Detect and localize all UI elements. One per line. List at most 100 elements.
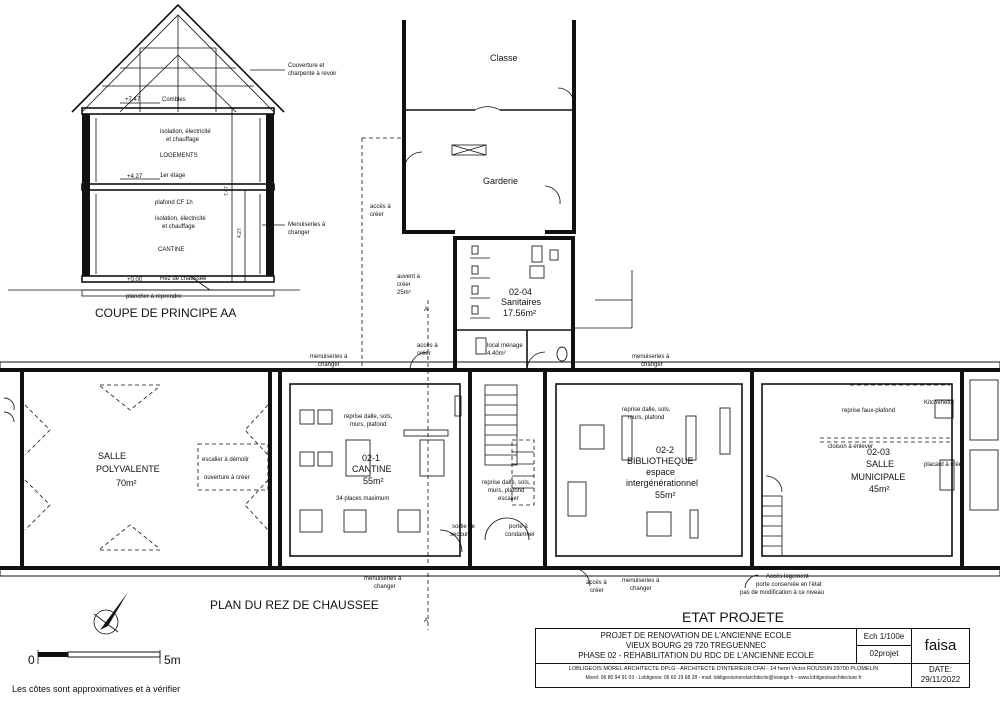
cantine-furniture: [299, 395, 462, 533]
note-ouverture: ouverture à créer: [204, 475, 250, 481]
title-date: 29/11/2022: [920, 675, 961, 684]
title-date-label: DATE:: [929, 665, 952, 674]
note-reprise-couloir-1: reprise dalle, sols,: [482, 480, 531, 486]
disclaimer: Les côtes sont approximatives et à vérif…: [12, 684, 180, 694]
note-auvent-2: créer: [397, 282, 411, 288]
room-biblio-name: BIBLIOTHEQUE: [627, 456, 694, 466]
label-cantine: CANTINE: [158, 247, 184, 253]
note-escalier: escalier à démolir: [202, 457, 249, 463]
label-menuiseries-2: changer: [288, 230, 310, 236]
note-kitchenette: Kitchenette: [924, 400, 955, 406]
note-menuiseries-r-1: menuiseries à: [632, 354, 670, 360]
room-biblio-code: 02-2: [656, 445, 674, 455]
dim-total: 7.47: [224, 186, 230, 196]
note-menuiseries-b1-1: menuiseries à: [364, 576, 402, 582]
upper-block-walls: [361, 20, 633, 372]
note-menuiseries-b2-2: changer: [630, 586, 652, 592]
heading-etat-projete: ETAT PROJETE: [682, 609, 784, 625]
room-cantine-area: 55m²: [363, 476, 384, 486]
level-top: +7.47: [125, 97, 141, 103]
room-municipale-code: 02-03: [867, 447, 890, 457]
label-rdc: Rez de chaussée: [160, 276, 207, 282]
note-acces-creer-2b: créer: [417, 351, 431, 357]
title-line-2: VIEUX BOURG 29 720 TREGUENNEC: [625, 641, 767, 650]
room-municipale-2: MUNICIPALE: [851, 472, 905, 482]
note-cloison: cloison à enlever: [828, 444, 873, 450]
note-logement-1: Accès logement: [766, 574, 809, 580]
note-auvent-3: 25m²: [397, 290, 411, 296]
level-ground: +0.00: [127, 277, 143, 283]
note-porte-1: porte à: [509, 524, 528, 530]
room-cantine-name: CANTINE: [352, 464, 392, 474]
note-menuiseries-b1-2: changer: [374, 584, 396, 590]
note-reprise-couloir-2: murs, plafond: [488, 488, 524, 494]
room-cantine-code: 02-1: [362, 453, 380, 463]
section-mark-top: A: [424, 307, 428, 313]
room-classe: Classe: [490, 53, 518, 63]
title-block: PROJET DE RENOVATION DE L'ANCIENNE ECOLE…: [535, 628, 970, 688]
note-logement-3: pas de modification à ce niveau: [740, 590, 824, 596]
note-menuiseries-r-2: changer: [641, 362, 663, 368]
note-menuiseries-l-1: menuiseries à: [310, 354, 348, 360]
room-sanitaires-code: 02-04: [509, 287, 532, 297]
plan-title: PLAN DU REZ DE CHAUSSEE: [210, 598, 379, 612]
room-biblio-sub-2: intergénérationnel: [626, 478, 698, 488]
section-drawing: +7.47 Combles isolation, électricité et …: [8, 3, 336, 320]
room-garderie: Garderie: [483, 176, 518, 186]
room-local-area: 4.40m²: [487, 351, 506, 357]
room-sanitaires-name: Sanitaires: [501, 297, 542, 307]
label-etage: 1er étage: [160, 173, 186, 179]
north-arrow-icon: [93, 592, 128, 635]
note-porte-2: condamner: [505, 532, 535, 538]
title-scale: Ech 1/100e: [856, 629, 911, 646]
bibliotheque-furniture: [567, 407, 731, 539]
dim-ground: 4.27: [237, 228, 243, 238]
note-menuiseries-b2-1: menuiseries à: [622, 578, 660, 584]
title-code: 02projet: [856, 646, 911, 663]
note-acces-creer-1a: accès à: [370, 204, 391, 210]
note-reprise-biblio-1: reprise dalle, sols,: [622, 407, 671, 413]
room-salle-polyvalente-2: POLYVALENTE: [96, 464, 160, 474]
note-menuiseries-l-2: changer: [318, 362, 340, 368]
note-reprise-biblio-2: murs, plafond: [628, 415, 664, 421]
scale-five: 5m: [164, 653, 181, 667]
label-combles: Combles: [162, 97, 186, 103]
title-line-3: PHASE 02 - REHABILITATION DU RDC DE L'AN…: [578, 651, 814, 660]
note-faux-plafond: reprise faux-plafond: [842, 408, 895, 414]
title-line-1: PROJET DE RENOVATION DE L'ANCIENNE ECOLE: [600, 631, 792, 640]
note-acces-b-2: créer: [590, 588, 604, 594]
level-mid: +4.27: [127, 174, 143, 180]
note-placard: placard à créer: [924, 462, 964, 468]
section-title: COUPE DE PRINCIPE AA: [95, 306, 236, 320]
brand-logo: faisa: [911, 629, 969, 663]
room-salle-polyvalente-1: SALLE: [98, 451, 126, 461]
note-auvent-1: auvent à: [397, 274, 421, 280]
room-local-menage: local ménage: [487, 343, 523, 349]
room-salle-polyvalente-area: 70m²: [116, 478, 137, 488]
note-sortie-2: secours: [450, 532, 471, 538]
scale-zero: 0: [28, 653, 35, 667]
room-sanitaires-area: 17.56m²: [503, 308, 536, 318]
note-reprise-cantine-1: reprise dalle, sols,: [344, 414, 393, 420]
note-logement-2: porte conservée en l'état: [756, 582, 822, 588]
label-plafond: plafond CF 1h: [155, 200, 193, 206]
label-couverture-1: Couverture et: [288, 63, 325, 69]
room-municipale-area: 45m²: [869, 484, 890, 494]
ground-floor-walls: [0, 351, 1000, 589]
title-contact: Morel: 06 80 94 91 03 - Lobligeois: 06 6…: [585, 675, 862, 681]
note-acces-b-1: accès à: [586, 580, 607, 586]
note-reprise-cantine-2: murs, plafond: [350, 422, 386, 428]
label-couverture-2: charpente à revoir: [288, 71, 336, 77]
room-cantine-places: 34 places maximum: [336, 496, 389, 502]
note-acces-creer-1b: créer: [370, 212, 384, 218]
label-isolation-1b: et chauffage: [166, 137, 200, 143]
room-biblio-area: 55m²: [655, 490, 676, 500]
room-biblio-sub-1: espace: [646, 467, 675, 477]
section-mark-bottom: A: [424, 618, 428, 624]
title-architects: LOBLIGEOIS MOREL ARCHITECTE DPLG - ARCHI…: [568, 666, 879, 672]
note-sortie-1: sortie de: [452, 524, 476, 530]
scale-bar: [37, 650, 161, 664]
label-isolation-2b: et chauffage: [162, 224, 196, 230]
label-plancher: plancher à reprendre: [126, 294, 182, 300]
